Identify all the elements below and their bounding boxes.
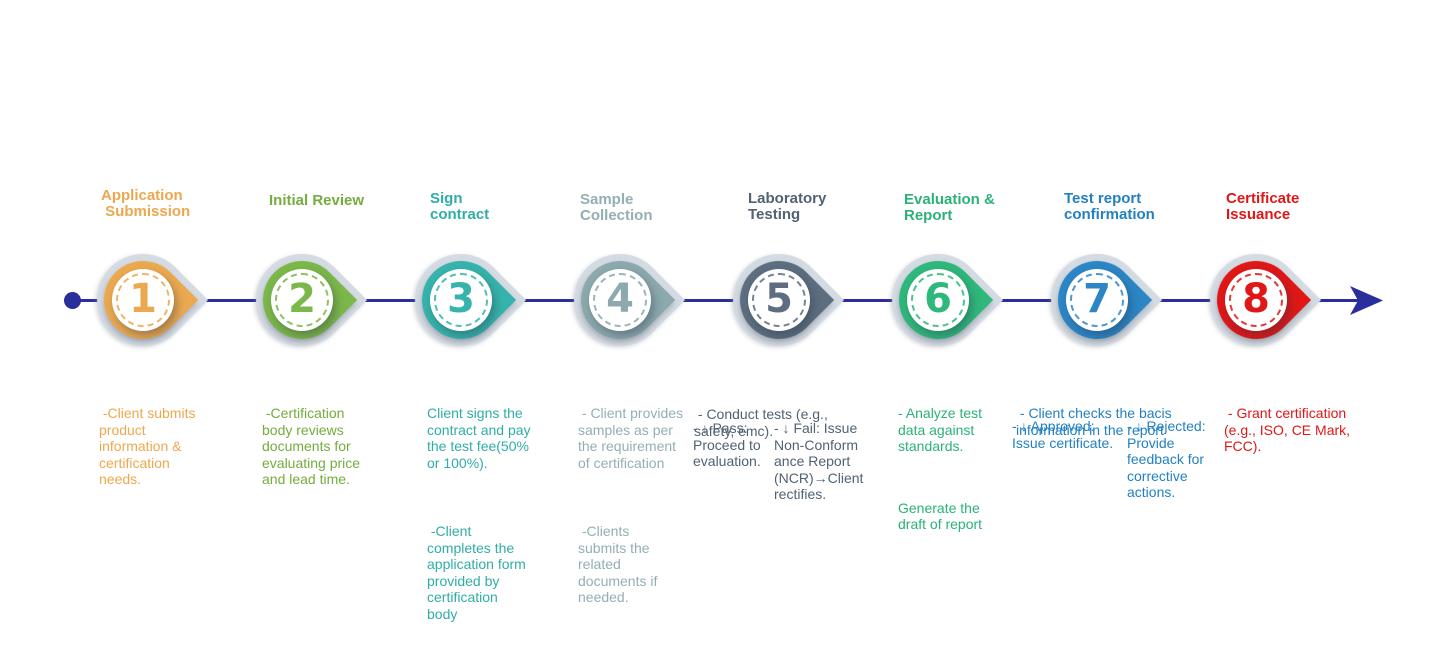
step-title: Initial Review: [269, 192, 365, 209]
step-paragraph: - Client provides samples as per the req…: [578, 405, 684, 471]
step-number: 6: [924, 276, 952, 322]
step-description: -Certification body reviews documents fo…: [262, 372, 390, 521]
step-description: - Analyze test data against standards. G…: [898, 372, 1016, 566]
step-paragraph: -Client submits product information & ce…: [99, 405, 196, 487]
step-number: 7: [1083, 276, 1111, 322]
marker-dashed-ring: [434, 273, 488, 327]
arrow-right-icon: [1350, 286, 1383, 315]
step-title: Evaluation & Report: [904, 191, 995, 224]
step-title: Laboratory Testing: [748, 190, 827, 223]
branch-fail: - ↓ Fail: Issue Non-Conform ance Report …: [774, 420, 864, 502]
step-paragraph: - Analyze test data against standards.: [898, 405, 983, 454]
step-number: 4: [606, 276, 634, 322]
step-title: Application Submission: [101, 187, 191, 220]
step-paragraph: - Client checks the bacis information in…: [1016, 405, 1172, 438]
step-marker: 8: [1190, 234, 1322, 366]
timeline-line: [70, 299, 1358, 302]
branch-approved: - ↓ Approved: Issue certificate.: [1012, 418, 1114, 451]
step-paragraph: Client signs the contract and pay the te…: [427, 405, 531, 471]
step-outcome-branches: - ↓ Pass: Proceed to evaluation. - ↓ Fai…: [693, 420, 886, 503]
step-paragraph: Generate the draft of report: [898, 499, 983, 533]
marker-badge: 2: [271, 269, 333, 331]
step-number: 5: [765, 276, 793, 322]
branch-rejected: - ↓ Rejected: Provide feedback for corre…: [1127, 418, 1206, 500]
step-marker: 3: [395, 234, 527, 366]
marker-dashed-ring: [1229, 273, 1283, 327]
step-paragraph: - Grant certification (e.g., ISO, CE Mar…: [1224, 405, 1351, 454]
step-description: - Client provides samples as per the req…: [578, 372, 706, 639]
marker-dashed-ring: [911, 273, 965, 327]
step-marker: 7: [1031, 234, 1163, 366]
marker-badge: 7: [1066, 269, 1128, 331]
marker-badge: 1: [112, 269, 174, 331]
step-paragraph: -Clients submits the related documents i…: [578, 523, 658, 605]
branch-pass: - ↓ Pass: Proceed to evaluation.: [693, 420, 761, 469]
step-marker: 4: [554, 234, 686, 366]
step-marker: 6: [872, 234, 1004, 366]
marker-badge: 8: [1225, 269, 1287, 331]
marker-dashed-ring: [593, 273, 647, 327]
step-number: 2: [288, 276, 316, 322]
step-description: -Client submits product information & ce…: [99, 372, 221, 521]
step-outcome-branches: - ↓ Approved: Issue certificate. - ↓ Rej…: [1012, 418, 1227, 501]
step-paragraph: -Client completes the application form p…: [427, 523, 526, 622]
step-description: - Conduct tests (e.g., safety, emc).: [694, 373, 852, 472]
marker-dashed-ring: [116, 273, 170, 327]
step-description: - Grant certification (e.g., ISO, CE Mar…: [1224, 372, 1376, 488]
step-marker: 2: [236, 234, 368, 366]
marker-badge: 6: [907, 269, 969, 331]
step-number: 1: [129, 276, 157, 322]
step-description: Client signs the contract and pay the te…: [427, 372, 563, 655]
step-title: Certificate Issuance: [1226, 190, 1300, 223]
step-paragraph: -Certification body reviews documents fo…: [262, 405, 361, 487]
step-marker: 1: [77, 234, 209, 366]
step-number: 3: [447, 276, 475, 322]
marker-badge: 5: [748, 269, 810, 331]
step-paragraph: - Conduct tests (e.g., safety, emc).: [694, 406, 828, 439]
step-title: Sign contract: [430, 190, 490, 223]
step-title: Test report confirmation: [1064, 190, 1155, 223]
step-number: 8: [1242, 276, 1270, 322]
step-description: - Client checks the bacis information in…: [1016, 372, 1212, 471]
marker-dashed-ring: [275, 273, 329, 327]
marker-badge: 4: [589, 269, 651, 331]
step-title: Sample Collection: [580, 191, 653, 224]
marker-badge: 3: [430, 269, 492, 331]
marker-dashed-ring: [752, 273, 806, 327]
marker-dashed-ring: [1070, 273, 1124, 327]
step-marker: 5: [713, 234, 845, 366]
